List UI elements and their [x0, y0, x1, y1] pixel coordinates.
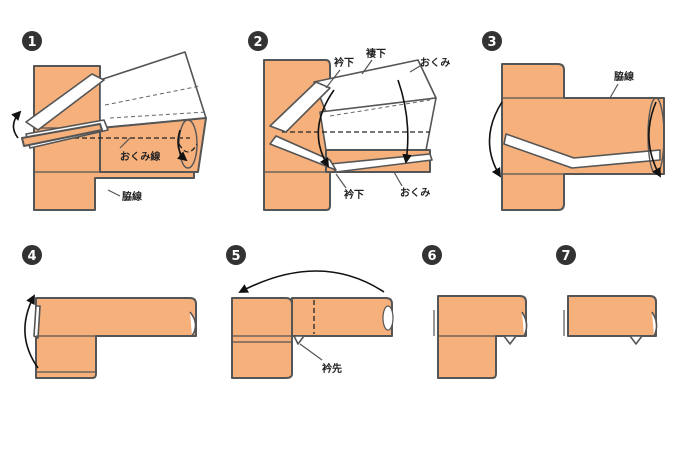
step-2-arrow-collar	[317, 89, 335, 168]
step-2-label-okumi-2: おくみ	[400, 187, 430, 199]
step-7-badge	[556, 245, 576, 265]
step-3-badge	[482, 31, 502, 51]
step-1-number: 1	[27, 35, 36, 50]
step-1-label-side-seam: 脇線	[122, 190, 142, 203]
step-1-sleeve	[99, 51, 207, 129]
step-3-body	[501, 63, 665, 211]
step-2-collar-lower	[269, 135, 337, 171]
step-5-badge	[226, 245, 246, 265]
step-7-number: 7	[561, 249, 570, 264]
step-5-figure: 5 衿先	[226, 245, 394, 379]
step-4-badge	[22, 245, 42, 265]
step-7-body	[567, 295, 657, 337]
step-3-arrow-right	[648, 101, 661, 178]
step-2-label-eri-shita: 衿下	[334, 56, 354, 69]
step-2-figure: 2 衿下 褄下 おくみ 衿下 おくみ	[248, 31, 450, 211]
step-2-label-tsuma-shita: 褄下	[366, 47, 386, 60]
step-4-arrow	[24, 294, 39, 369]
step-6-figure: 6	[422, 245, 528, 379]
step-1-figure: 1 おくみ線 脇線	[11, 31, 207, 211]
step-3-number: 3	[487, 35, 496, 50]
step-1-collar-upper	[25, 73, 105, 131]
step-1-badge	[22, 31, 42, 51]
step-3-arrow-left	[488, 101, 503, 178]
step-1-arrow-left	[11, 110, 22, 139]
step-2-collar-upper	[269, 81, 331, 133]
step-5-number: 5	[231, 249, 240, 264]
step-5-arrow	[238, 270, 385, 293]
step-5-label-eri-saki: 衿先	[322, 362, 342, 375]
step-3-collar	[503, 133, 661, 169]
step-1-okumi	[99, 117, 207, 173]
step-4-number: 4	[27, 249, 36, 264]
step-6-number: 6	[427, 249, 436, 264]
step-7-figure: 7	[556, 245, 658, 345]
step-2-badge	[248, 31, 268, 51]
step-5-body	[231, 297, 293, 379]
step-5-sleeve	[291, 297, 393, 337]
step-4-body	[35, 297, 197, 379]
step-2-number: 2	[253, 35, 262, 50]
step-3-label-side-seam: 脇線	[614, 70, 634, 83]
step-3-figure: 3 脇線	[482, 31, 665, 211]
step-1-label-okumi-line: おくみ線	[120, 150, 160, 163]
step-6-badge	[422, 245, 442, 265]
step-2-label-okumi: おくみ	[420, 57, 450, 69]
step-2-label-eri-shita-2: 衿下	[344, 188, 364, 201]
step-1-arrow-right	[177, 129, 188, 162]
step-2-arrow-okumi	[397, 79, 412, 164]
step-4-figure: 4	[22, 245, 197, 379]
